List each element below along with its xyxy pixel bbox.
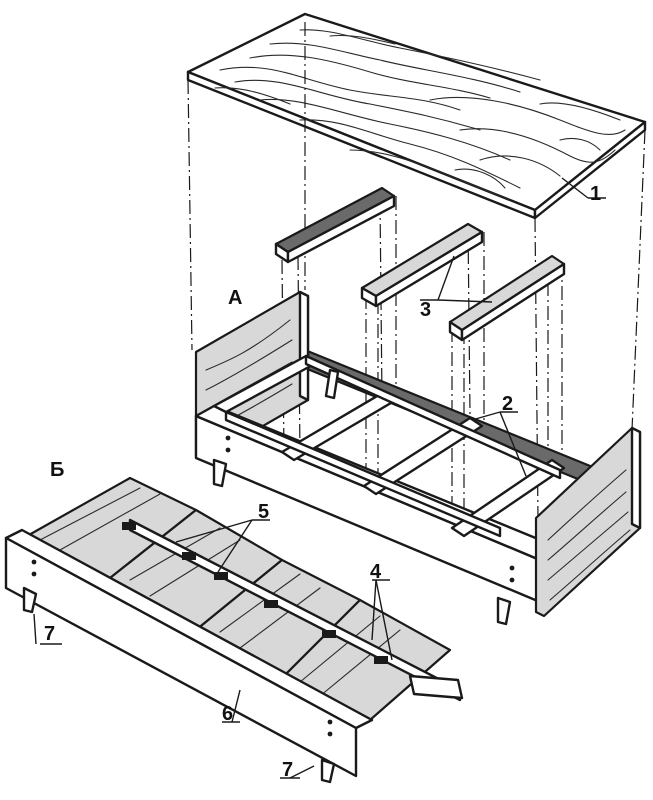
label-part-7-bottom: 7 <box>282 759 293 781</box>
joint-blocks <box>122 522 388 664</box>
rail-end <box>408 674 464 700</box>
cross-bar-right <box>448 254 566 342</box>
label-part-1: 1 <box>590 183 601 205</box>
cross-bars <box>274 186 566 342</box>
label-assembly-a: А <box>228 287 242 309</box>
part-labels: А Б 1 2 3 4 5 6 7 7 <box>44 183 601 781</box>
pullout-assembly-b <box>4 476 464 784</box>
label-part-2: 2 <box>502 393 513 415</box>
sofa-leg-left <box>212 458 228 488</box>
label-assembly-b: Б <box>50 459 64 481</box>
leader-lines <box>33 177 606 779</box>
drawer-leg-right <box>320 758 336 784</box>
right-side-panel <box>534 426 642 618</box>
sofa-leg-back <box>324 368 340 400</box>
front-board <box>4 528 374 778</box>
cross-bar-dark <box>274 186 396 264</box>
sofa-leg-right <box>496 596 512 626</box>
label-part-7-left: 7 <box>44 623 55 645</box>
cross-bar-middle <box>360 222 484 308</box>
drawer-leg-left <box>22 586 38 614</box>
top-panel <box>186 12 647 220</box>
label-part-3: 3 <box>420 299 431 321</box>
inner-frame <box>212 354 566 538</box>
label-part-5: 5 <box>258 501 269 523</box>
wood-grain-top <box>214 29 626 201</box>
label-part-6: 6 <box>222 703 233 725</box>
sofa-frame-assembly-a <box>194 290 642 626</box>
label-part-4: 4 <box>370 561 382 583</box>
